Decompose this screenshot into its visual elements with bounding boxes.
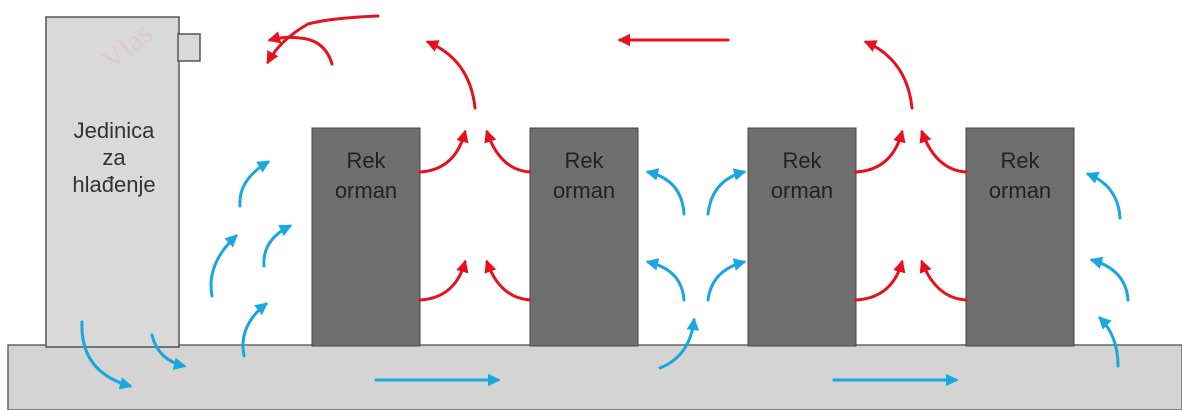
hot-air-aisle-1-upper-left bbox=[418, 129, 469, 174]
hot-air-aisle-1-lower-right bbox=[484, 259, 532, 302]
hot-air-aisle-2-lower-left bbox=[854, 259, 906, 302]
rack-1-label-line-2: orman bbox=[335, 178, 397, 203]
hot-air-flows bbox=[266, 14, 968, 302]
rack-cabinet-4 bbox=[965, 127, 1075, 347]
cooling-unit bbox=[45, 16, 180, 348]
rack-3-label-line-2: orman bbox=[771, 178, 833, 203]
cold-air-rise-left-2 bbox=[241, 302, 268, 358]
hot-air-rise-2 bbox=[863, 40, 914, 110]
hot-air-aisle-2-upper-left bbox=[854, 129, 906, 174]
cold-air-aisle-1-upper-left bbox=[645, 168, 686, 216]
hot-air-aisle-2-upper-right bbox=[919, 129, 968, 174]
rack-2-label-line-2: orman bbox=[553, 178, 615, 203]
cold-air-right-edge-1 bbox=[1085, 171, 1122, 220]
cooling-unit-vent bbox=[177, 33, 201, 62]
cooling-unit-label-line-1: Jedinica bbox=[74, 118, 155, 143]
rack-2-label-line-1: Rek bbox=[564, 148, 604, 173]
rack-4-label-line-2: orman bbox=[989, 178, 1051, 203]
cold-air-aisle-1-floor bbox=[658, 317, 700, 370]
cold-air-flows bbox=[80, 160, 1130, 390]
cold-air-aisle-1-upper-right bbox=[706, 168, 747, 216]
rack-cabinet-3 bbox=[747, 127, 857, 347]
rack-4-label-line-1: Rek bbox=[1000, 148, 1040, 173]
hot-air-rise-1 bbox=[425, 40, 477, 110]
hot-air-aisle-1-upper-right bbox=[484, 129, 532, 174]
rack-3-label-line-1: Rek bbox=[782, 148, 822, 173]
raised-floor bbox=[7, 344, 1182, 410]
rack-cabinet-1 bbox=[311, 127, 421, 347]
cold-air-aisle-1-lower-left bbox=[645, 258, 686, 302]
cold-air-rise-left-3 bbox=[238, 160, 271, 208]
cold-air-rise-left-1 bbox=[209, 234, 238, 298]
cold-air-floor-discharge-2 bbox=[150, 333, 187, 370]
rack-cabinet-2 bbox=[529, 127, 639, 347]
cooling-unit-label-line-3: hlađenje bbox=[72, 172, 155, 197]
hot-air-return-arrow-2 bbox=[267, 31, 334, 66]
rack-1-label-line-1: Rek bbox=[346, 148, 386, 173]
cold-air-rise-left-4 bbox=[262, 224, 293, 268]
cold-air-right-edge-2 bbox=[1089, 256, 1130, 302]
hot-air-aisle-1-lower-left bbox=[418, 259, 469, 302]
hot-air-aisle-2-lower-right bbox=[919, 259, 968, 302]
cold-air-aisle-1-lower-right bbox=[706, 258, 747, 302]
cold-air-floor-discharge-1 bbox=[80, 320, 133, 390]
cooling-unit-label-line-2: za bbox=[102, 145, 126, 170]
hot-air-return-arrow-1 bbox=[266, 14, 380, 65]
cold-air-right-edge-3 bbox=[1098, 316, 1120, 368]
